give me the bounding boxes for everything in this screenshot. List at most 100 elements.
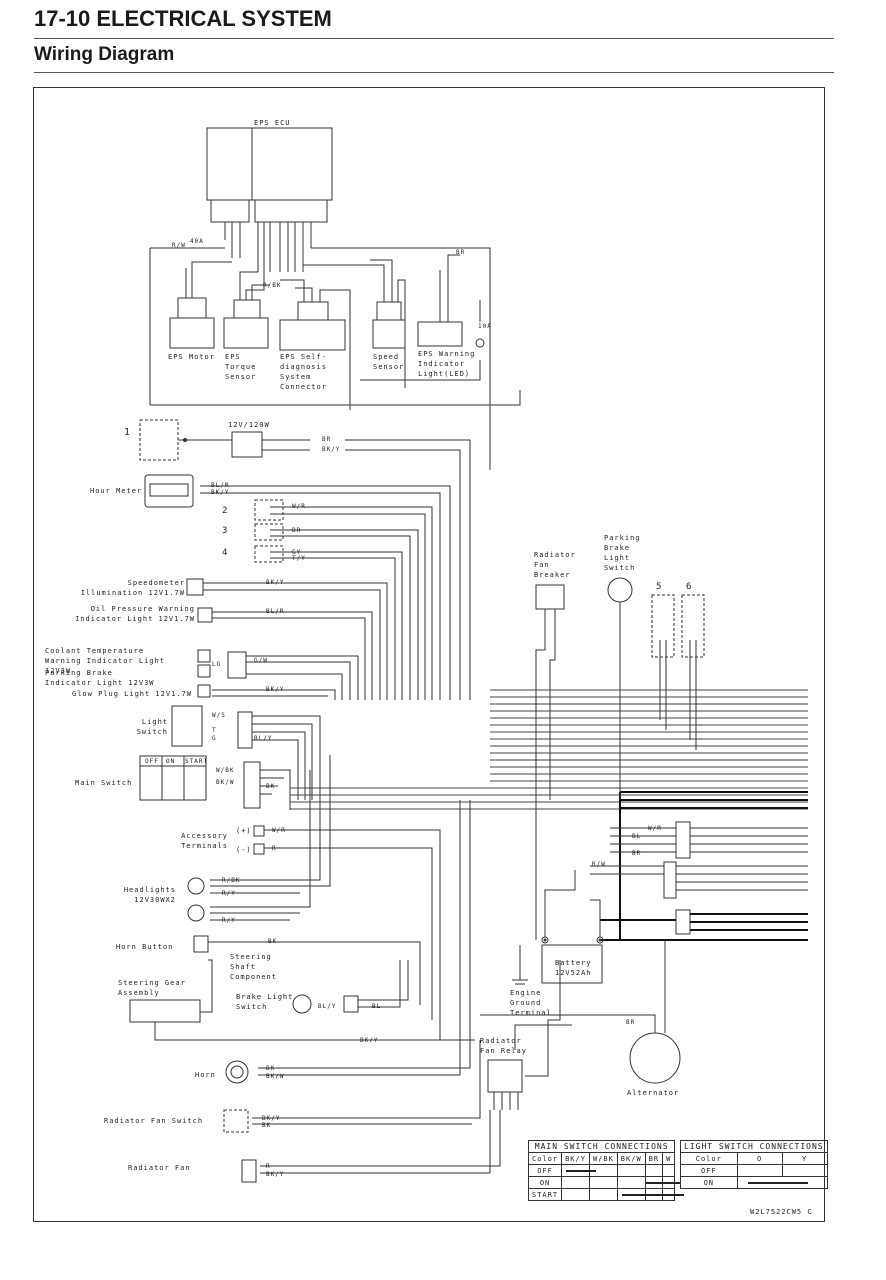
wire-code: R/BK [263,282,282,289]
table-header: Y [781,1152,828,1165]
wire-code: BL/R [266,608,285,615]
parking-indicator-label: Parking Brake Indicator Light 12V3W [45,669,155,687]
marker-5: 5 [656,582,663,592]
table-row-label: START [527,1188,563,1201]
alternator-label: Alternator [627,1089,680,1097]
mini-on: ON [166,758,176,765]
marker-1: 1 [124,427,132,438]
headlight-1 [187,877,205,895]
speedometer-lamp [186,578,204,596]
eps-self-diagnosis-connector [279,319,346,351]
wire-code: BK/Y [266,579,285,586]
horn-button [193,935,209,953]
table-row-label: OFF [680,1164,738,1177]
hour-meter-label: Hour Meter [90,487,143,495]
battery [541,944,603,984]
headlights-label: Headlights 12V30WX2 [123,886,176,904]
wire-code: BL [632,833,642,840]
wire-code: BK/W [266,1073,285,1080]
wire-code: BL/R [211,482,230,489]
eps-ecu-label: EPS ECU [254,119,291,127]
wire-code: R/W [592,861,606,868]
marker-6: 6 [686,582,693,592]
wire-code: R/W [172,242,186,249]
parking-switch-label: Parking Brake Light Switch [604,534,641,572]
wire-code: BR [456,249,466,256]
wire-code: W/R [292,503,306,510]
diagram-frame [33,87,825,1222]
eps-torque-sensor-label: EPS Torque Sensor [225,353,257,381]
eps-self-diagnosis-label: EPS Self-diagnosis System Connector [280,353,327,391]
wire-code: BK/Y [266,686,285,693]
wire-code: R/Y [222,890,236,897]
fan-relay-label: Radiator Fan Relay [480,1037,527,1055]
oil-pressure-label: Oil Pressure Warning Indicator Light 12V… [75,605,195,623]
eps-ecu-box [206,127,333,201]
eps-warning-light [417,321,463,347]
wire-code: BK/Y [322,446,341,453]
wire-code: W/R [648,825,662,832]
table-header: Color [680,1152,738,1165]
table-header: BK/Y [561,1152,590,1165]
oil-pressure-lamp [197,607,213,623]
wire-code: BK/Y [211,489,230,496]
lamp-12v120w-label: 12V/120W [228,421,270,429]
main-lamp [231,431,263,458]
headlight-2 [187,904,205,922]
eps-motor [169,317,215,349]
alternator [629,1032,681,1084]
fan-switch-label: Radiator Fan Switch [104,1117,204,1125]
fuse-40a-label: 40A [190,238,204,245]
fan-label: Radiator Fan [128,1164,191,1172]
light-switch-table-caption: LIGHT SWITCH CONNECTIONS [680,1140,828,1153]
wire-code: W/R [272,827,286,834]
diagram-code: W2L7522CW5 C [750,1208,813,1216]
horn [225,1060,249,1084]
eps-motor-label: EPS Motor [168,353,215,361]
eps-warning-label: EPS Warning Indicator Light(LED) [418,350,476,378]
brake-light-switch [292,994,312,1014]
wire-code: BL/Y [254,735,273,742]
horn-label: Horn [195,1071,216,1079]
wire-code: BK [262,1122,272,1129]
wire-code: GY [292,549,302,556]
header-rule [34,38,834,39]
parking-brake-switch [607,577,633,603]
marker-2: 2 [222,506,229,516]
table-header: W/BK [588,1152,618,1165]
wire-code: BK [266,783,276,790]
light-switch-connections-table: LIGHT SWITCH CONNECTIONS Color O Y OFF O… [680,1140,828,1200]
mini-start: START [185,758,209,765]
wire-code: W/BK [216,767,235,774]
main-switch-label: Main Switch [75,779,133,787]
wire-code: G/W [254,657,268,664]
steering-gear [129,999,201,1023]
wire-code: BK/Y [266,1171,285,1178]
brake-light-label: Brake Light Switch [236,993,294,1011]
table-header: O [736,1152,783,1165]
wire-code: T/Y [292,555,306,562]
table-header: BR [644,1152,664,1165]
main-switch-grid [139,755,207,801]
speed-sensor [372,319,406,349]
wire-code: R [272,845,277,852]
section-title: 17-10 ELECTRICAL SYSTEM [34,6,332,31]
wire-code: BR [292,527,302,534]
marker-4: 4 [222,548,229,558]
table-row-label: ON [680,1176,738,1189]
wire-code: BL [372,1003,382,1010]
hour-meter [144,474,194,508]
steering-gear-label: Steering Gear Assembly [118,979,186,997]
fan-breaker-label: Radiator Fan Breaker [534,551,576,579]
wire-code: BK [268,938,278,945]
coolant-label: Coolant Temperature Warning Indicator Li… [45,647,165,675]
glow-plug-label: Glow Plug Light 12V1.7W [72,690,192,698]
accessory-plus: (+) [236,827,252,835]
table-header: BK/W [616,1152,646,1165]
connector-right-1 [675,821,691,859]
wire-code: G [212,735,217,742]
radiator-fan-relay [487,1059,523,1093]
wire-code: R/BK [222,877,241,884]
wire-code: T [212,727,217,734]
